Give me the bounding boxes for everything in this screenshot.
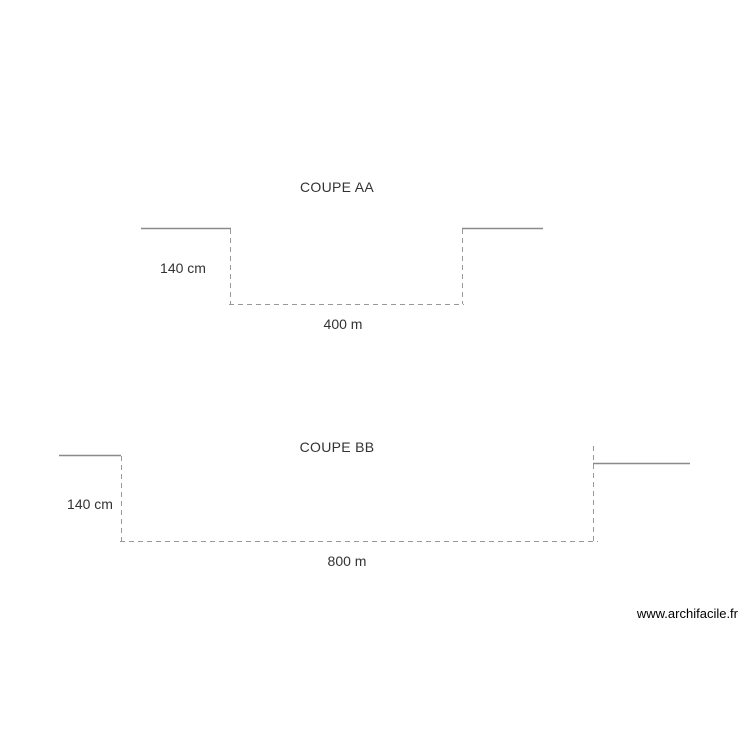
coupe-aa-width-label: 400 m <box>323 316 363 332</box>
coupe-bb-title: COUPE BB <box>299 439 375 455</box>
coupe-aa-depth-label: 140 cm <box>160 260 206 276</box>
coupe-bb-width-label: 800 m <box>327 553 367 569</box>
coupe-bb-profile <box>59 446 690 542</box>
coupe-aa-title: COUPE AA <box>300 179 374 195</box>
coupe-aa-profile <box>141 227 543 305</box>
watermark: www.archifacile.fr <box>636 606 738 621</box>
coupe-bb-depth-label: 140 cm <box>67 496 113 512</box>
